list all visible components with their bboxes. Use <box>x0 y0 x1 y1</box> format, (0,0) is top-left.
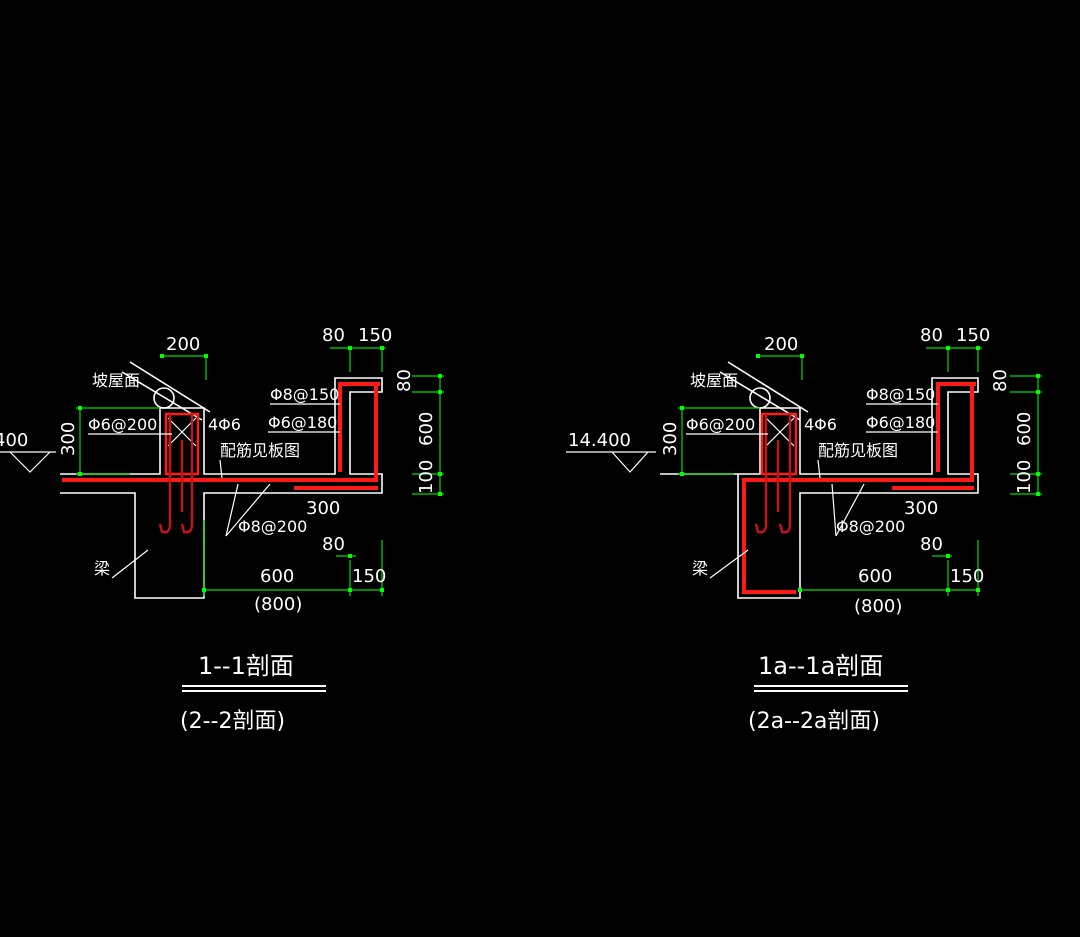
section-title: 1a--1a剖面 <box>758 652 883 680</box>
label-rebar-mid: Φ6@180 <box>866 413 935 432</box>
dim-bottom-a: 80 <box>322 534 345 555</box>
elevation-triangle <box>9 451 51 473</box>
label-beam: 梁 <box>692 559 708 578</box>
dim-right-bot: 100 <box>1014 460 1035 494</box>
dim-parapet-top-b: 150 <box>358 325 392 346</box>
dim-right-top: 80 <box>394 369 415 392</box>
beam-stirrup <box>164 412 200 476</box>
section-outline <box>60 377 383 599</box>
dim-right-bot: 100 <box>416 460 437 494</box>
label-rebar-mid: Φ6@180 <box>268 413 337 432</box>
label-bars: 4Φ6 <box>208 415 241 434</box>
dim-ticks <box>78 346 442 592</box>
dim-bottom-span: 600 <box>858 566 892 587</box>
parapet-rebar <box>936 382 976 472</box>
leader-slab-note <box>817 459 821 479</box>
leader-slab-bar-a <box>831 483 837 537</box>
section-outline <box>660 377 979 599</box>
section-1: 400 <box>0 325 444 734</box>
section-title: 1--1剖面 <box>198 652 294 680</box>
dim-bottom-alt: (800) <box>854 596 902 617</box>
dim-right-mid: 600 <box>1014 412 1035 446</box>
label-slab-note: 配筋见板图 <box>220 441 300 460</box>
label-beam: 梁 <box>94 559 110 578</box>
label-stirrup: Φ6@200 <box>88 415 157 434</box>
roof-slope <box>727 361 809 413</box>
beam-hook-left <box>754 414 768 534</box>
label-slab-bar: Φ8@200 <box>836 517 905 536</box>
roof-slope-inner <box>121 371 203 421</box>
dim-slab-len: 300 <box>904 498 938 519</box>
roof-slope <box>129 361 211 413</box>
parapet-rebar <box>338 382 380 472</box>
section-subtitle: (2--2剖面) <box>180 709 285 734</box>
label-bars: 4Φ6 <box>804 415 837 434</box>
section-subtitle: (2a--2a剖面) <box>748 709 880 734</box>
dim-parapet-top-b: 150 <box>956 325 990 346</box>
label-rebar-top: Φ8@150 <box>270 385 339 404</box>
section-2: 14.400 <box>566 325 1042 734</box>
dim-bottom-a: 80 <box>920 534 943 555</box>
leader-slab-bar-b <box>835 483 865 537</box>
label-stirrup: Φ6@200 <box>686 415 755 434</box>
roof-slope-inner <box>719 371 801 421</box>
label-rebar-top: Φ8@150 <box>866 385 935 404</box>
dim-ticks <box>680 346 1040 592</box>
dim-parapet-top-a: 80 <box>322 325 345 346</box>
label-roof: 坡屋面 <box>92 371 140 390</box>
dim-bottom-b: 150 <box>352 566 386 587</box>
dim-left-h: 300 <box>58 422 79 456</box>
leader-slab-bar-b <box>225 483 271 537</box>
label-slab-bar: Φ8@200 <box>238 517 307 536</box>
dim-bottom-span: 600 <box>260 566 294 587</box>
elevation-value: 14.400 <box>568 430 631 451</box>
dim-bottom-alt: (800) <box>254 594 302 615</box>
beam-stirrup <box>760 412 798 476</box>
dim-right-mid: 600 <box>416 412 437 446</box>
dim-beam-top: 200 <box>166 334 200 355</box>
roof-purlin-circle <box>749 387 771 409</box>
beam-u-rebar <box>742 478 796 594</box>
label-roof: 坡屋面 <box>690 371 738 390</box>
dim-bottom-b: 150 <box>950 566 984 587</box>
leader-beam <box>111 549 149 579</box>
elevation-value: 400 <box>0 430 28 451</box>
beam-hook-right <box>180 414 194 534</box>
elevation-triangle <box>611 451 649 473</box>
dim-right-top: 80 <box>990 369 1011 392</box>
dim-beam-top: 200 <box>764 334 798 355</box>
roof-purlin-circle <box>153 387 175 409</box>
leader-beam <box>709 549 749 579</box>
leader-slab-note <box>219 459 223 479</box>
beam-hook-left <box>158 414 172 534</box>
dim-parapet-top-a: 80 <box>920 325 943 346</box>
dim-left-h: 300 <box>660 422 681 456</box>
beam-hook-right <box>778 414 792 534</box>
label-slab-note: 配筋见板图 <box>818 441 898 460</box>
dim-slab-len: 300 <box>306 498 340 519</box>
leader-slab-bar-a <box>225 483 239 537</box>
